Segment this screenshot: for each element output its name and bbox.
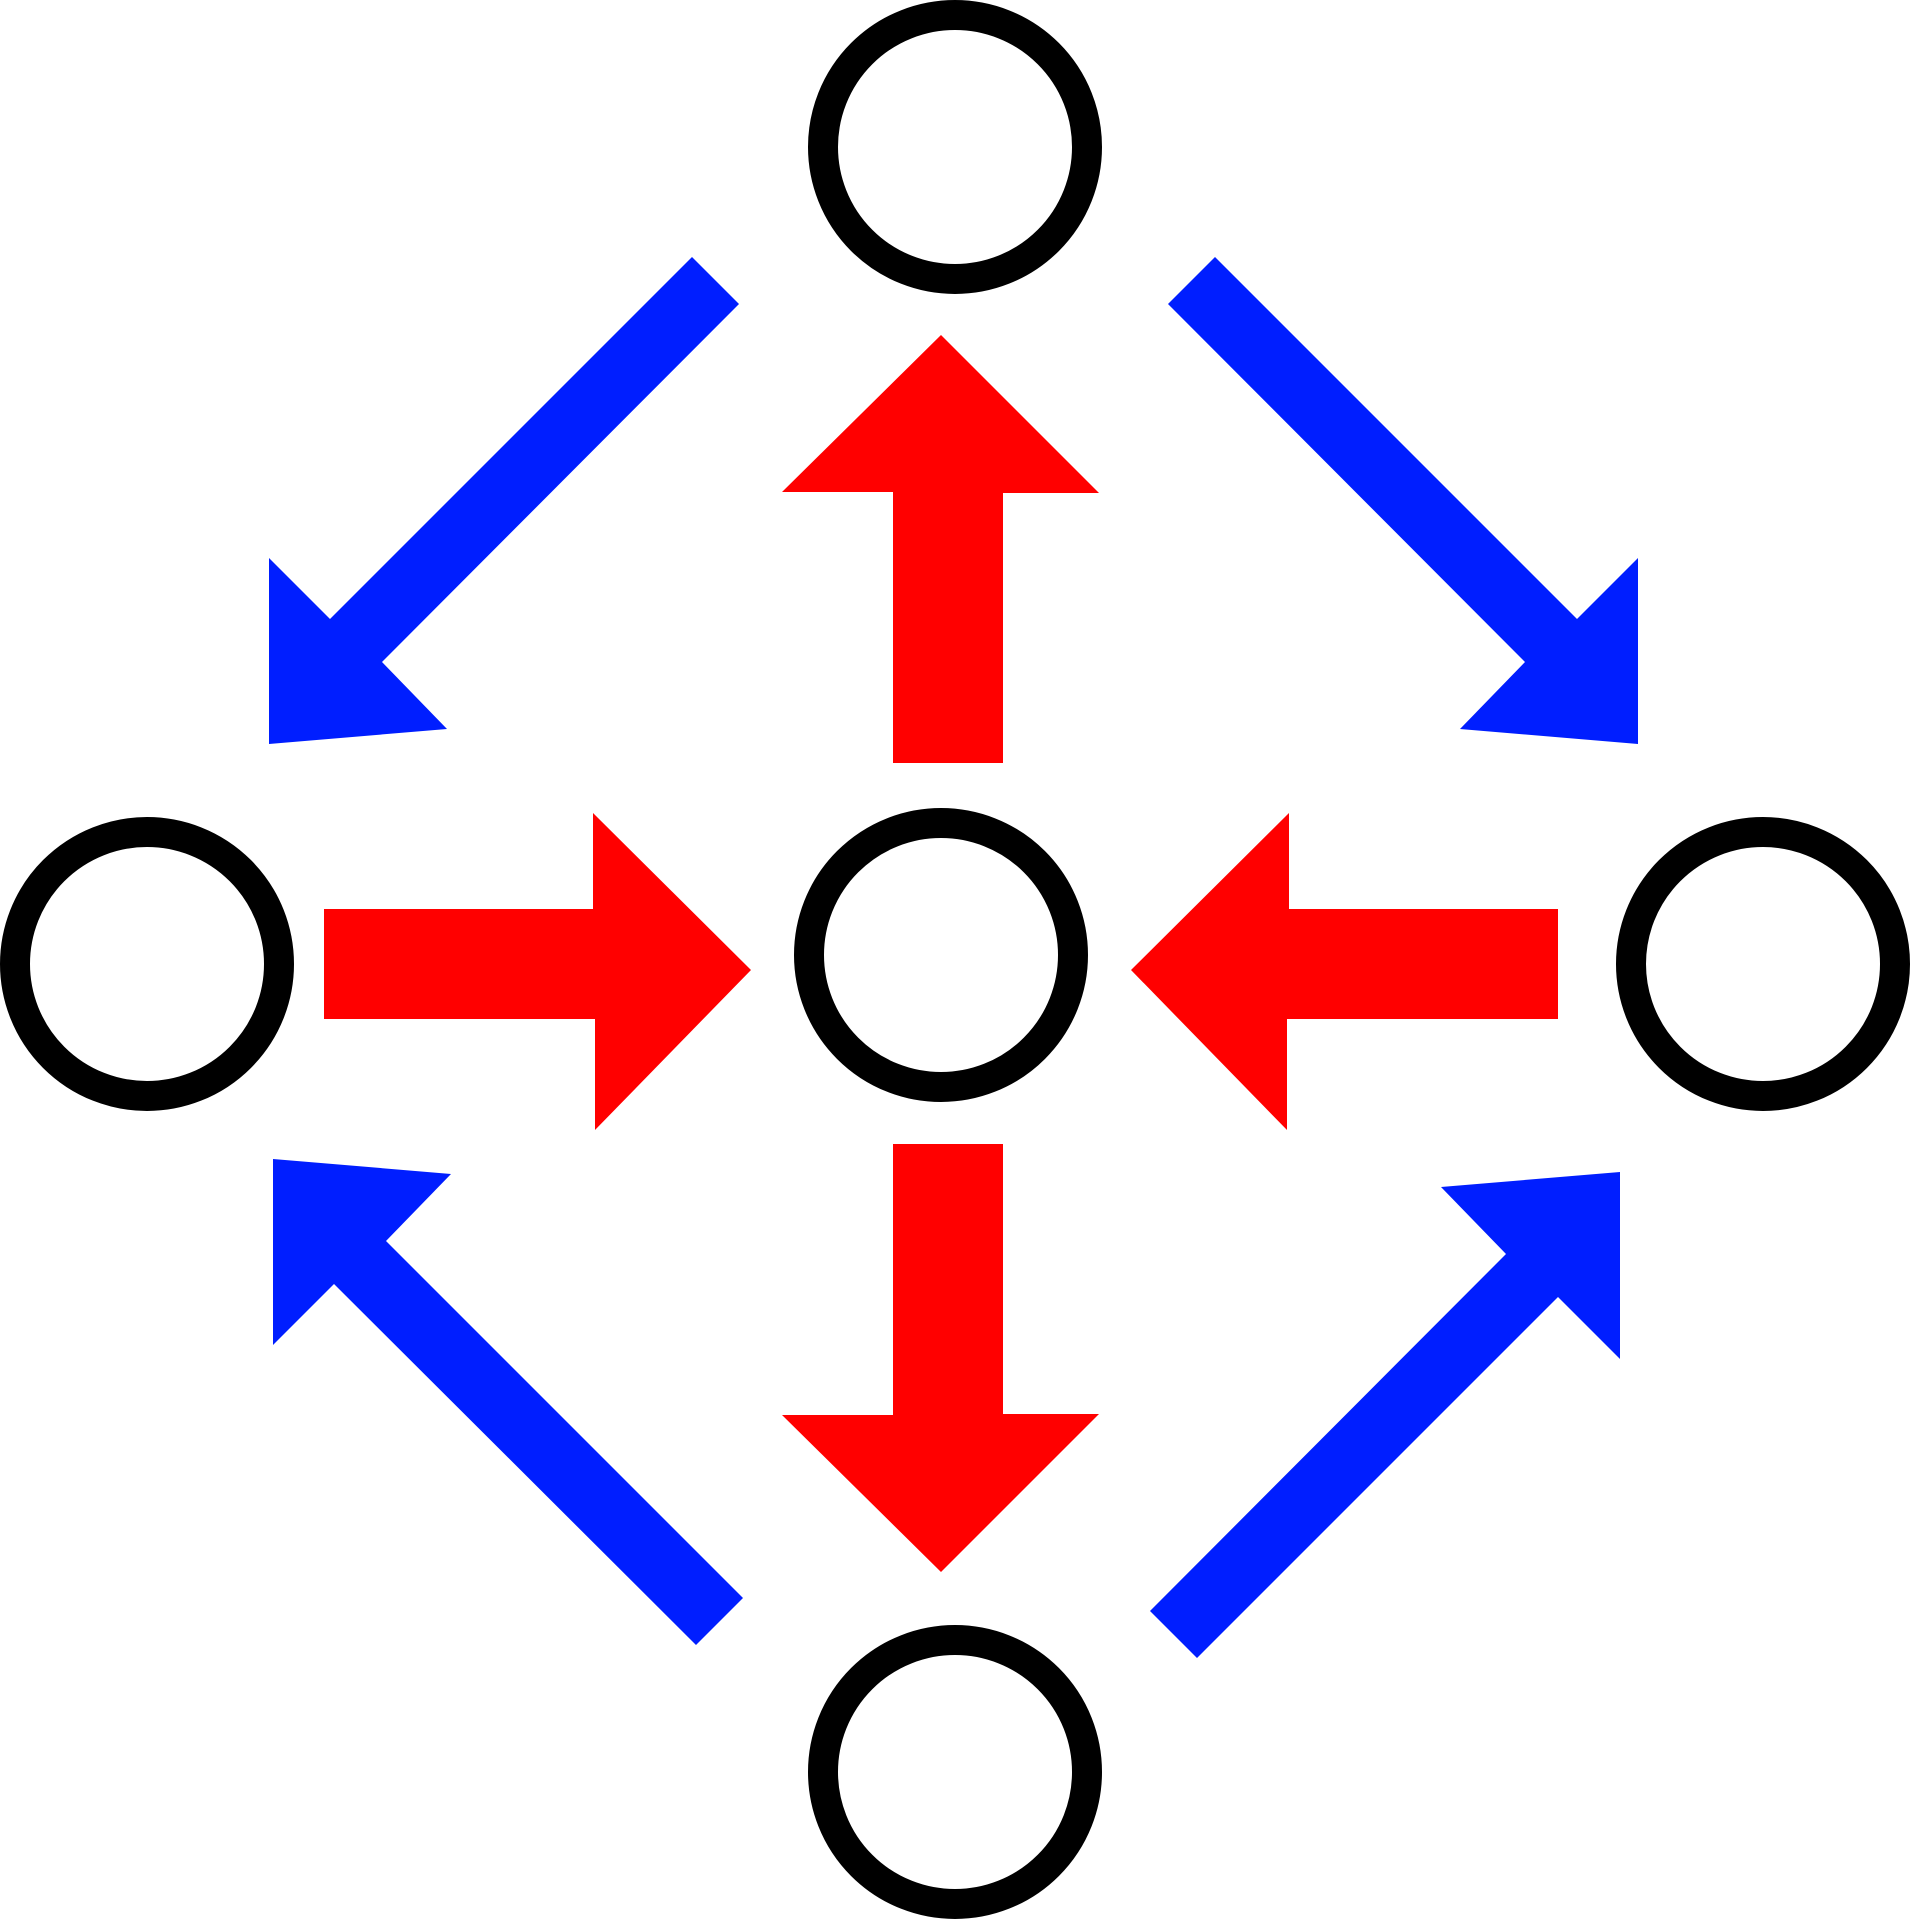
arrow-top-to-left [269,257,739,744]
arrow-left-to-center [324,813,751,1130]
arrow-top-to-right [1168,257,1638,744]
node-left [0,817,294,1111]
node-right [1616,817,1910,1111]
arrow-bottom-to-left [273,1159,743,1645]
node-bottom [808,1625,1102,1919]
node-top [808,0,1102,294]
arrow-right-to-center [1131,813,1558,1130]
node-center [794,808,1088,1102]
arrow-center-to-bottom [782,1144,1099,1572]
arrow-center-to-top [782,335,1099,763]
arrow-bottom-to-right [1150,1172,1620,1658]
